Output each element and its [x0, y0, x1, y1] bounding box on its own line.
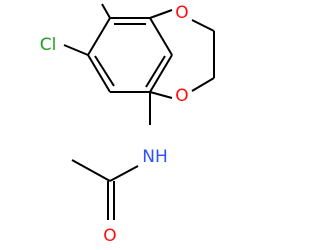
- bond-o-bottom-c4: [149, 91, 173, 99]
- bond-c3-c4: [149, 17, 173, 56]
- bond-c3-o-top: [149, 9, 173, 19]
- nitrogen-atom: NH: [142, 147, 168, 167]
- oxygen-bottom-atom: O: [175, 86, 188, 106]
- bond-c-cl: [101, 3, 111, 19]
- oxygen-top-atom: O: [175, 3, 188, 23]
- chlorine-atom: Cl: [40, 35, 57, 55]
- bond-o-top-ch2: [191, 19, 215, 32]
- bond-c6-c1-inner: [94, 55, 115, 87]
- bond-c4-c5-inner: [145, 55, 166, 88]
- bond-c1-c2: [87, 17, 111, 56]
- bond-carbonyl-methyl: [71, 159, 111, 182]
- bond-c6-c1: [87, 54, 111, 93]
- structure-canvas: Cl O O NH O: [40, 3, 215, 246]
- bond-ring-cl: [63, 44, 89, 56]
- carbonyl-oxygen-atom: O: [103, 226, 116, 246]
- bond-c4-c5: [149, 54, 173, 93]
- bond-ch2-o-bottom: [191, 77, 215, 92]
- molecule-structure: Cl O O NH O: [40, 3, 215, 246]
- bond-n-carbonyl: [109, 165, 139, 182]
